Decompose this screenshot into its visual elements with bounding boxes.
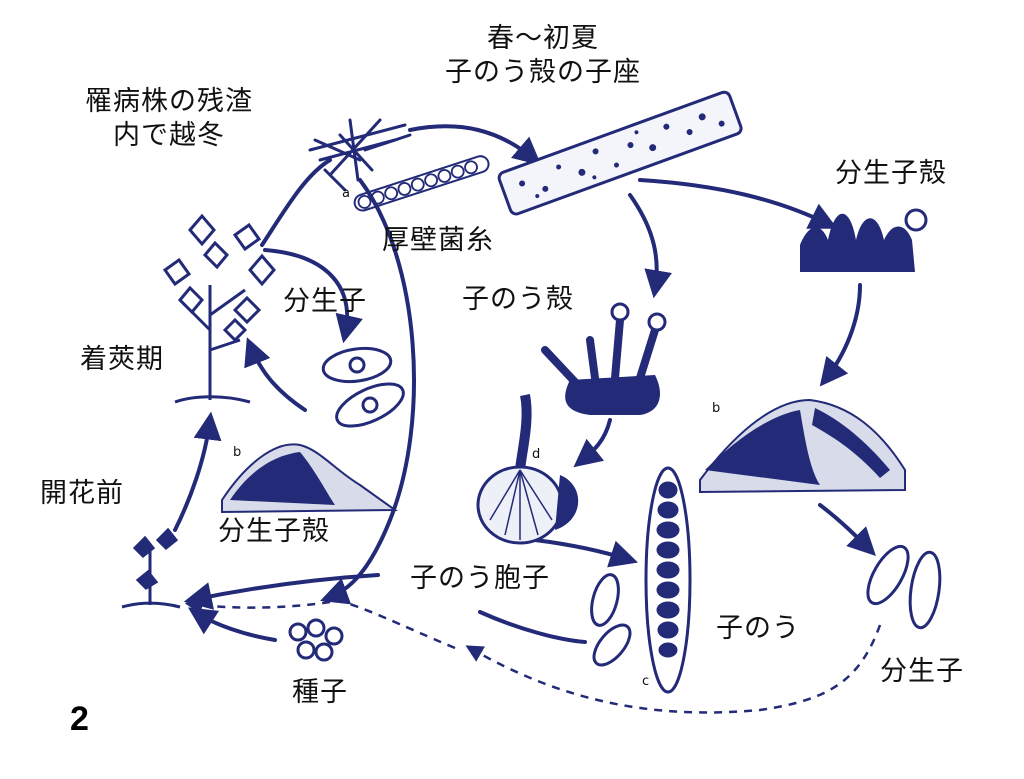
ascus-figure: [644, 466, 692, 694]
scale-label-b-right: b: [712, 401, 722, 416]
scale-label-c: c: [642, 674, 651, 689]
dashed-path-left: [184, 596, 331, 615]
conidia-left: [321, 346, 405, 428]
scale-label-a: a: [342, 186, 351, 201]
seeds: [288, 618, 344, 662]
label-chlamydospore: 厚壁菌糸: [382, 225, 494, 256]
label-ascus: 子のう: [716, 613, 800, 644]
pod-stage-plant: [162, 213, 276, 404]
arrow-debris-to-stroma: [408, 124, 542, 166]
pycnidium-section-right: [699, 398, 906, 494]
label-pod-stage: 着莢期: [80, 344, 164, 375]
stroma-stem: [497, 90, 743, 216]
label-perithecium: 子のう殻: [462, 284, 574, 315]
label-ascospore: 子のう胞子: [410, 563, 550, 594]
arrow-plant-to-debris: [260, 158, 332, 247]
perithecium-section: [476, 394, 579, 545]
arrow-conidia-to-plant: [244, 337, 307, 412]
label-pycnidium-top: 分生子殻: [835, 158, 947, 189]
arrow-section-to-ascus: [533, 538, 639, 568]
scale-label-b-left: b: [233, 445, 243, 460]
arrow-preflower-to-pod: [173, 411, 222, 532]
pycnidium-top: [800, 208, 928, 272]
label-pre-flowering: 開花前: [40, 478, 124, 509]
dashed-path-seed: [334, 598, 456, 650]
scale-label-d: d: [532, 447, 542, 462]
arrow-stroma-to-pycnidium: [638, 178, 838, 229]
pycnidium-section-left: [221, 443, 399, 514]
arrow-section-to-conidia: [818, 503, 876, 556]
label-pycnidium-left: 分生子殻: [218, 516, 330, 547]
plant-debris: [308, 118, 412, 192]
arrow-ascospore-curve: [478, 610, 587, 644]
dashed-path-bottom: [465, 624, 882, 714]
arrow-pycnidium-down: [819, 283, 862, 387]
conidia-right: [866, 544, 942, 630]
arrow-seed-to-preflower: [187, 607, 277, 642]
label-season-stroma: 春〜初夏 子のう殻の子座: [445, 23, 641, 88]
arrow-to-preflower: [183, 573, 380, 610]
pre-flowering-plant: [121, 527, 181, 609]
arrow-plant-to-conidia: [263, 248, 363, 344]
label-conidia-left: 分生子: [283, 286, 367, 317]
arrow-big-loop: [320, 178, 416, 605]
chlamydospore-chain: [353, 155, 490, 212]
arrow-perithecium-to-section: [573, 418, 612, 468]
ascospores: [590, 573, 632, 667]
label-conidia-right: 分生子: [880, 656, 964, 687]
figure-number: 2: [70, 700, 89, 738]
perithecium-cluster: [541, 302, 667, 415]
arrow-stroma-to-perithecium: [628, 193, 673, 299]
label-overwinter: 罹病株の残渣 内で越冬: [85, 86, 253, 151]
label-seed: 種子: [292, 677, 348, 708]
